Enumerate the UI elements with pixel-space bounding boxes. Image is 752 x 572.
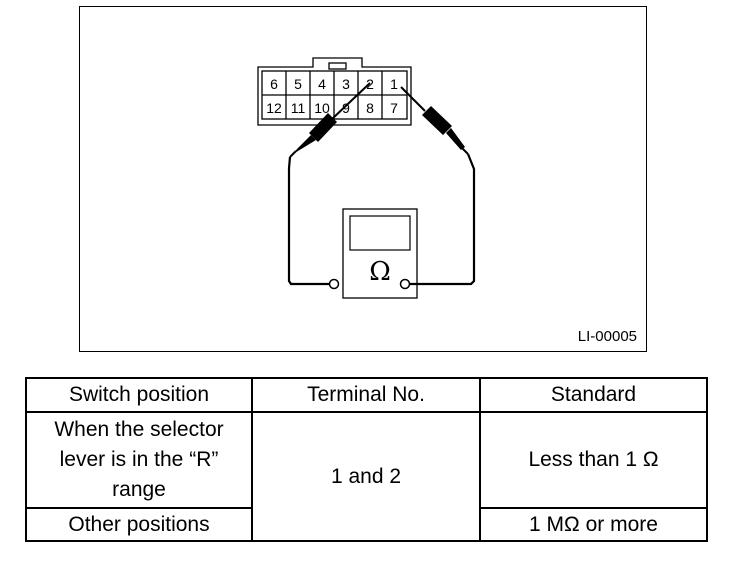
ohmmeter: Ω <box>328 208 418 299</box>
pin-label: 11 <box>291 100 306 116</box>
cell-standard: Less than 1 Ω <box>479 411 708 509</box>
header-standard: Standard <box>479 377 708 413</box>
header-terminal-no: Terminal No. <box>251 377 481 413</box>
left-probe <box>289 82 371 158</box>
right-probe <box>400 86 469 155</box>
pin-label: 9 <box>342 100 350 116</box>
pin-label: 4 <box>318 76 326 92</box>
connector <box>257 57 412 126</box>
table-header-row: Switch position Terminal No. Standard <box>25 377 708 413</box>
pin-label: 10 <box>314 100 330 116</box>
meter-terminal <box>399 278 411 290</box>
pin-label: 3 <box>342 76 350 92</box>
pin-label: 5 <box>294 76 302 92</box>
pin-label: 1 <box>390 76 398 92</box>
wiring-diagram: 6 5 4 3 2 1 12 11 10 9 8 7 <box>79 6 647 352</box>
figure-id: LI-00005 <box>577 328 637 345</box>
meter-terminal <box>328 278 340 290</box>
cell-switch-position: Other positions <box>25 507 253 542</box>
header-switch-position: Switch position <box>25 377 253 413</box>
ohm-symbol: Ω <box>369 257 391 287</box>
meter-display <box>349 215 411 251</box>
pin-label: 7 <box>390 100 398 116</box>
table-row: When the selector lever is in the “R” ra… <box>25 411 708 542</box>
diagram-canvas: 6 5 4 3 2 1 12 11 10 9 8 7 <box>257 57 476 299</box>
pin-label: 12 <box>266 100 282 116</box>
spec-table: Switch position Terminal No. Standard Wh… <box>25 377 708 542</box>
cell-switch-position: When the selector lever is in the “R” ra… <box>25 411 253 509</box>
test-leads <box>287 153 476 286</box>
cell-standard: 1 MΩ or more <box>479 507 708 542</box>
pin-label: 8 <box>366 100 374 116</box>
table-row: Other positions 1 MΩ or more <box>25 507 708 542</box>
pin-label: 6 <box>270 76 278 92</box>
cell-terminal-no: 1 and 2 <box>251 411 481 542</box>
